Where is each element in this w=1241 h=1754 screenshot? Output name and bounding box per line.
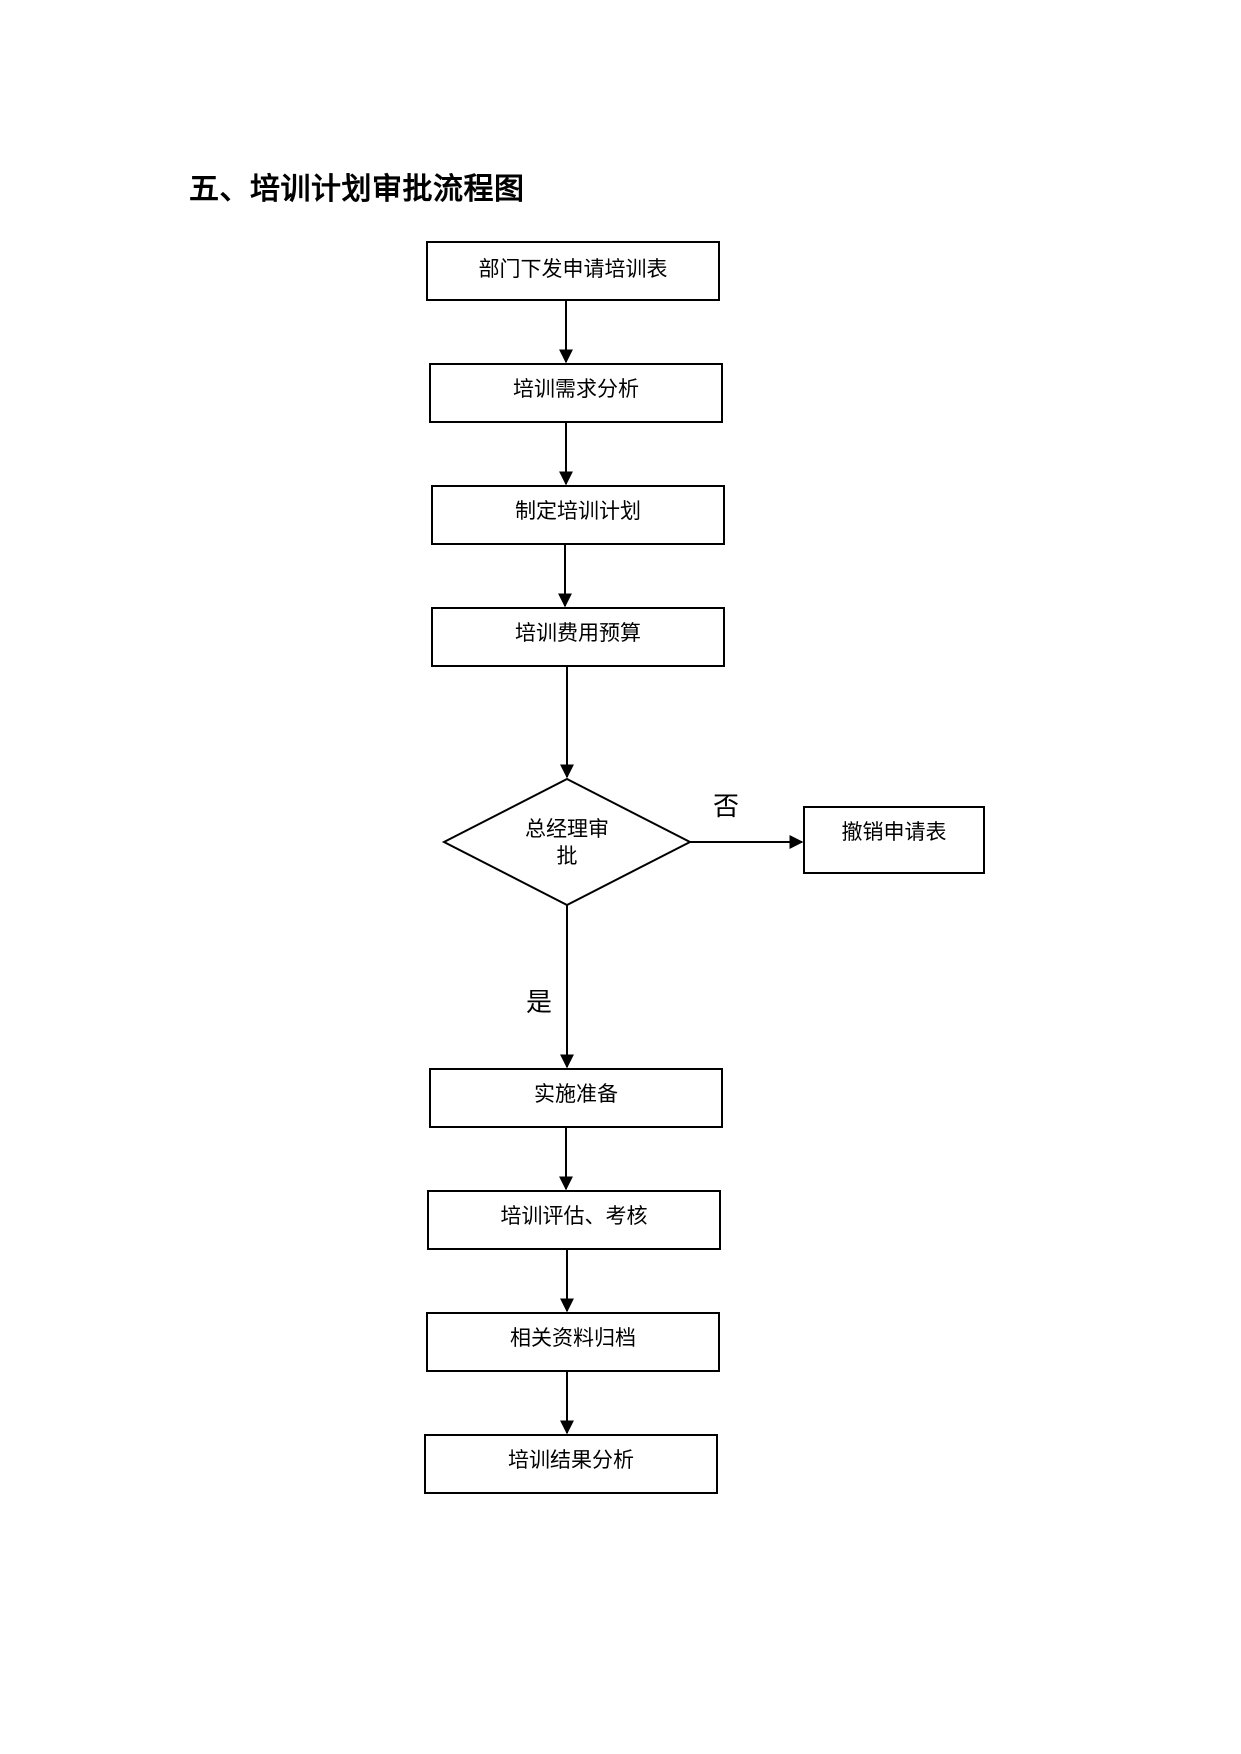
branch-label-no: 否 — [713, 792, 739, 822]
step-training-needs-analysis: 培训需求分析 — [429, 363, 723, 423]
step-label: 培训费用预算 — [515, 621, 641, 645]
step-implementation-prep: 实施准备 — [429, 1068, 723, 1128]
page-title: 五、培训计划审批流程图 — [189, 172, 525, 207]
step-label: 培训结果分析 — [508, 1448, 634, 1472]
step-label: 培训评估、考核 — [501, 1204, 648, 1228]
step-label: 撤销申请表 — [842, 820, 947, 844]
decision-label-line1: 总经理审 — [525, 817, 609, 841]
step-training-budget: 培训费用预算 — [431, 607, 725, 667]
decision-label-line2: 批 — [557, 844, 578, 868]
step-result-analysis: 培训结果分析 — [424, 1434, 718, 1494]
decision-gm-approval: 总经理审 批 — [441, 777, 693, 907]
step-label: 实施准备 — [534, 1082, 618, 1106]
step-archive-materials: 相关资料归档 — [426, 1312, 720, 1372]
step-cancel-application: 撤销申请表 — [803, 806, 985, 874]
step-label: 制定培训计划 — [515, 499, 641, 523]
step-label: 培训需求分析 — [513, 377, 639, 401]
step-make-training-plan: 制定培训计划 — [431, 485, 725, 545]
branch-label-yes: 是 — [526, 988, 552, 1018]
step-evaluation-assessment: 培训评估、考核 — [427, 1190, 721, 1250]
step-label: 相关资料归档 — [510, 1326, 636, 1350]
step-dept-application-form: 部门下发申请培训表 — [426, 241, 720, 301]
step-label: 部门下发申请培训表 — [479, 257, 668, 281]
